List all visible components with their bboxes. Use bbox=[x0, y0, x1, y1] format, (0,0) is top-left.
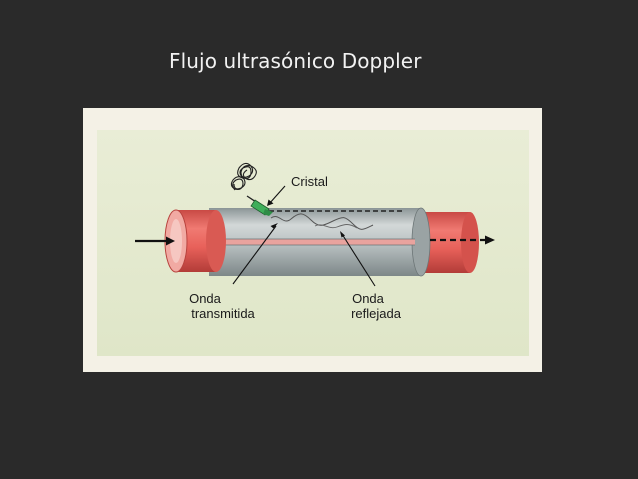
transmitted-wave-label-line1: Onda bbox=[189, 291, 222, 306]
reflected-pointer bbox=[341, 233, 376, 287]
doppler-diagram: Cristal Onda transmitida Onda reflejada bbox=[83, 108, 542, 372]
vessel-left-segment bbox=[164, 209, 226, 273]
transmitted-pointer bbox=[232, 225, 277, 285]
crystal-probe bbox=[230, 162, 273, 216]
crystal-label: Cristal bbox=[291, 174, 328, 189]
vessel-body bbox=[209, 207, 431, 277]
crystal-pointer bbox=[268, 185, 286, 205]
flow-arrow-out bbox=[430, 235, 495, 245]
transmitted-wave-label-line2: transmitida bbox=[191, 306, 255, 321]
reflected-wave-label-line2: reflejada bbox=[351, 306, 402, 321]
slide-title: Flujo ultrasónico Doppler bbox=[169, 49, 422, 73]
flow-arrow-in bbox=[135, 236, 175, 246]
vessel-lumen bbox=[215, 239, 415, 245]
doppler-figure: Cristal Onda transmitida Onda reflejada bbox=[83, 108, 542, 372]
reflected-wave-label-line1: Onda bbox=[352, 291, 385, 306]
reflected-wave bbox=[314, 224, 358, 229]
